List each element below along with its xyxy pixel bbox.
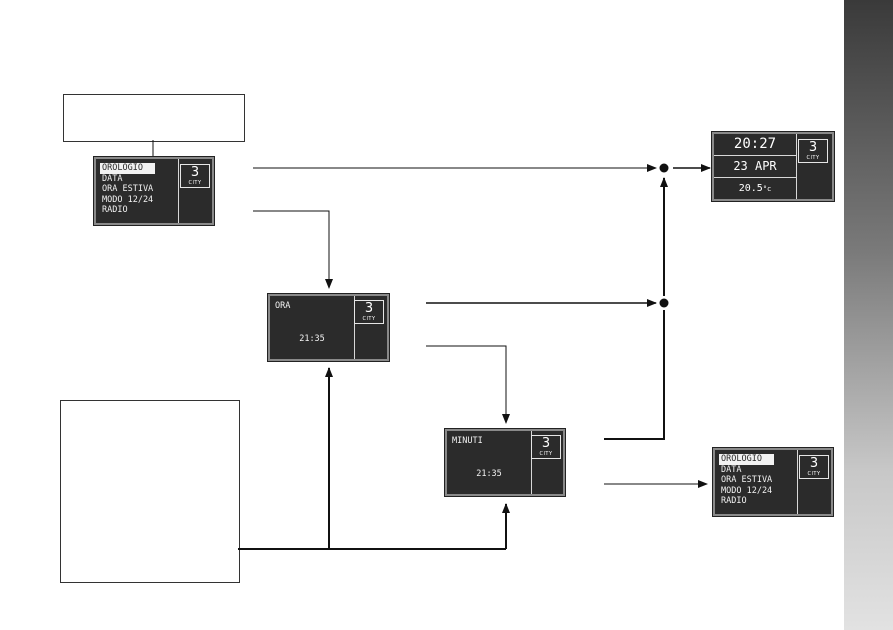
minute-screen-time: 21:35 [476,469,502,479]
menu-display-start: OROLOGIO DATA ORA ESTIVA MODO 12/24 RADI… [93,156,215,226]
arrow-minute-to-merge2 [604,310,665,440]
section-side-tab [844,0,893,630]
menu-item: ORA ESTIVA [721,475,773,485]
merge-dot-top [659,163,669,173]
menu-list: OROLOGIO DATA ORA ESTIVA MODO 12/24 RADI… [100,163,156,216]
menu-item: DATA [102,173,123,184]
hour-screen-title: ORA [275,301,291,311]
menu-item: MODO 12/24 [102,194,154,205]
minute-screen-title: MINUTI [452,436,483,446]
temperature-unit: °c [762,185,772,193]
clock-time: 20:27 [733,136,777,152]
menu-item: OROLOGIO [719,454,775,465]
clock-date: 23 APR [733,159,777,173]
menu-item: DATA [721,464,742,475]
menu-item: MODO 12/24 [721,485,773,496]
callout-box-left [60,400,240,583]
menu-display-end: OROLOGIO DATA ORA ESTIVA MODO 12/24 RADI… [712,447,834,517]
menu-item: RADIO [721,496,747,506]
hour-screen-time: 21:35 [299,334,325,344]
callout-box-top [63,94,245,142]
menu-item: OROLOGIO [100,163,156,174]
menu-list: OROLOGIO DATA ORA ESTIVA MODO 12/24 RADI… [719,454,775,507]
temperature-value: 20.5 [738,183,763,194]
clock-temperature: 20.5°c [714,182,796,196]
arrow-menu-to-hour [253,210,333,289]
menu-item: RADIO [102,205,128,215]
arrow-hour-to-minute [426,345,510,424]
menu-item: ORA ESTIVA [102,184,154,194]
merge-dot-middle [659,298,669,308]
